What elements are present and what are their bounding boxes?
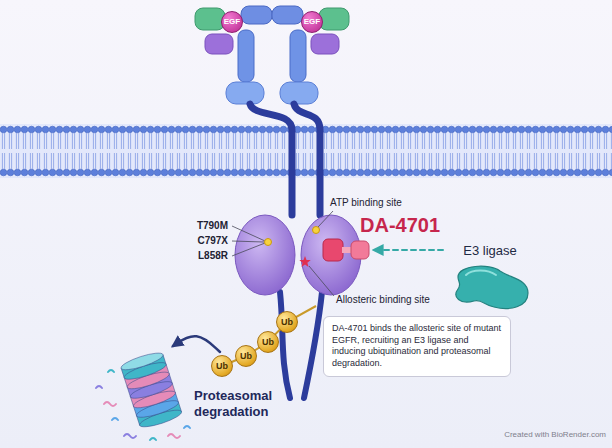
domain-block	[226, 82, 264, 104]
mutation-label: T790M	[160, 220, 228, 232]
caption-text: DA-4701 binds the allosteric site of mut…	[332, 323, 502, 370]
mutation-site	[265, 239, 272, 246]
symbol-label: Ub	[262, 338, 274, 347]
proteasome-shape	[120, 348, 182, 430]
c-terminal-tail	[280, 292, 322, 398]
degrader-shape	[322, 236, 370, 264]
leader-line	[232, 226, 265, 241]
allosteric-site-star	[299, 256, 310, 267]
domain-block	[241, 6, 272, 24]
transmembrane-helix	[250, 104, 320, 215]
node-label: Proteasomal degradation	[194, 388, 294, 419]
fragment	[104, 402, 116, 406]
cell-membrane	[0, 124, 612, 178]
e3-ligase-shape	[450, 263, 530, 311]
mutation-label: L858R	[160, 250, 228, 262]
extracellular-domain	[272, 6, 349, 104]
site-label: Allosteric binding site	[336, 294, 430, 306]
ubiquitin: Ub	[257, 331, 279, 353]
fragment	[184, 426, 190, 428]
tail-line	[280, 292, 290, 398]
ubiquitin: Ub	[235, 345, 257, 367]
kinase-domain	[235, 215, 295, 295]
mutation-label: C797X	[160, 235, 228, 247]
symbol-label: Ub	[216, 362, 228, 371]
atp-site	[313, 227, 320, 234]
leader-line	[318, 211, 333, 227]
fragment	[96, 386, 102, 388]
watermark: Created with BioRender.com	[504, 430, 606, 440]
caption-box: DA-4701 binds the allosteric site of mut…	[323, 316, 511, 377]
lipid-bilayer	[0, 124, 612, 178]
fragment	[108, 370, 114, 372]
drug-name: DA-4701	[360, 214, 440, 237]
domain-block	[205, 34, 233, 54]
ubiquitin-chain-link	[222, 306, 316, 366]
fragment	[150, 438, 156, 440]
leader-line	[309, 266, 334, 296]
ubiquitin: Ub	[276, 311, 298, 333]
e3-ligase: E3 ligase	[445, 243, 535, 311]
receptor-stalk	[294, 104, 320, 215]
egf-ligand: EGF	[221, 11, 243, 33]
flow-arrow	[173, 336, 220, 352]
symbol-label: EGF	[224, 18, 240, 26]
site-label: ATP binding site	[330, 197, 402, 209]
symbol-label: Ub	[240, 352, 252, 361]
fragment	[112, 418, 118, 420]
flow-arrow	[374, 249, 443, 251]
membrane-band	[0, 124, 612, 178]
leader-line	[232, 243, 265, 256]
fragment	[124, 434, 136, 438]
egf-ligand: EGF	[301, 11, 323, 33]
leader-line	[232, 241, 264, 242]
fragment	[168, 434, 180, 438]
degrader-molecule: DA-4701	[322, 236, 370, 264]
receptor-stalk	[250, 104, 292, 215]
proteasome: Proteasomal degradation	[120, 348, 182, 430]
domain-block	[238, 30, 254, 82]
node-label: E3 ligase	[445, 243, 535, 259]
symbol-label: Ub	[281, 318, 293, 327]
symbol-label: EGF	[304, 18, 320, 26]
ubiquitin: Ub	[211, 355, 233, 377]
extracellular-domain	[195, 6, 272, 104]
leader-lines	[232, 211, 334, 296]
